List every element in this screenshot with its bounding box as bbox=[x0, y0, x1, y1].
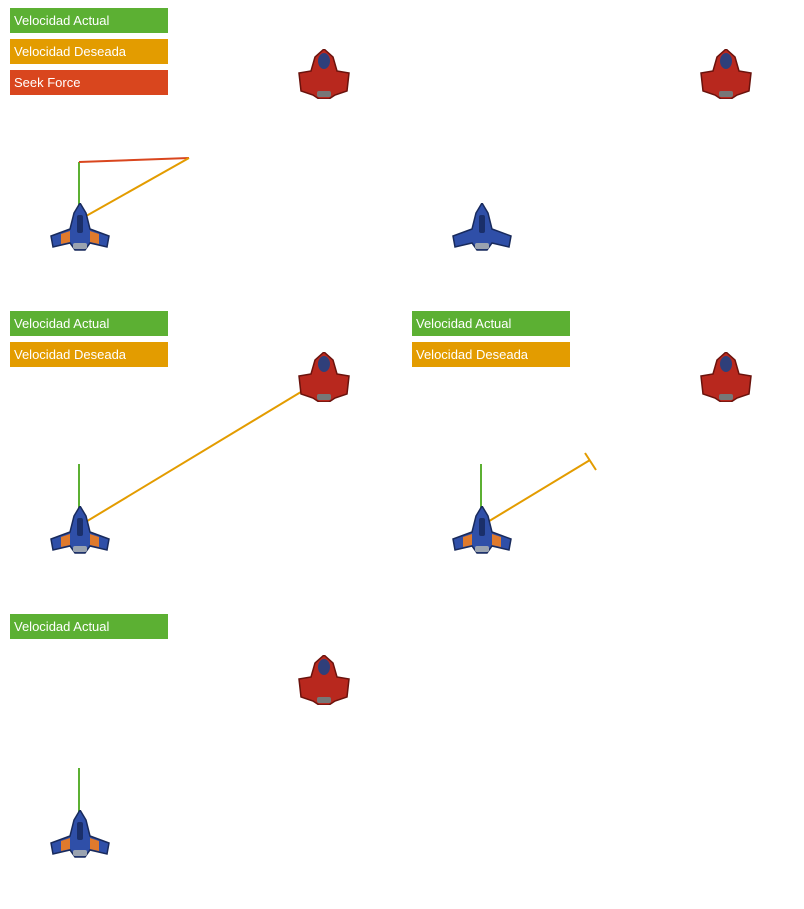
legend-seek-force-1: Seek Force bbox=[10, 70, 168, 95]
desired-velocity-vector-4 bbox=[480, 459, 591, 527]
desired-velocity-vector-3 bbox=[78, 377, 325, 527]
legend-current-velocity-1: Velocidad Actual bbox=[10, 8, 168, 33]
player-ship-5 bbox=[50, 810, 110, 858]
legend-desired-velocity-3: Velocidad Deseada bbox=[10, 342, 168, 367]
player-ship-2 bbox=[452, 203, 512, 251]
enemy-ship-3 bbox=[298, 352, 350, 402]
enemy-ship-5 bbox=[298, 655, 350, 705]
legend-current-velocity-3: Velocidad Actual bbox=[10, 311, 168, 336]
desired-velocity-vector-1 bbox=[78, 157, 190, 221]
enemy-ship-1 bbox=[298, 49, 350, 99]
enemy-ship-4 bbox=[700, 352, 752, 402]
enemy-ship-2 bbox=[700, 49, 752, 99]
player-ship-1 bbox=[50, 203, 110, 251]
legend-desired-velocity-4: Velocidad Deseada bbox=[412, 342, 570, 367]
player-ship-4 bbox=[452, 506, 512, 554]
seek-force-vector-1 bbox=[78, 157, 190, 163]
legend-current-velocity-4: Velocidad Actual bbox=[412, 311, 570, 336]
desired-velocity-cap-4 bbox=[584, 452, 597, 471]
legend-desired-velocity-1: Velocidad Deseada bbox=[10, 39, 168, 64]
legend-current-velocity-5: Velocidad Actual bbox=[10, 614, 168, 639]
player-ship-3 bbox=[50, 506, 110, 554]
